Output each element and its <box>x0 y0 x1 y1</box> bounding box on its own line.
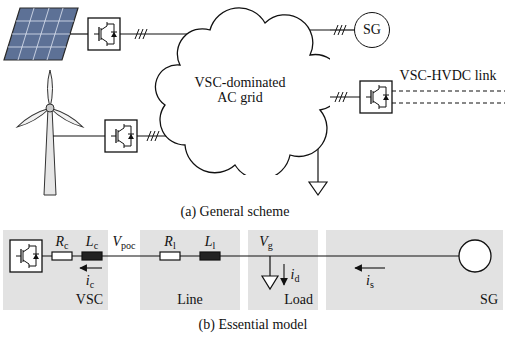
block-ground <box>140 230 240 310</box>
node-text: Load <box>284 292 313 307</box>
block-ground <box>248 230 318 310</box>
voltage-label: Vg <box>259 235 273 249</box>
block-ground <box>326 230 503 310</box>
hub <box>46 104 54 112</box>
load-symbol <box>262 276 278 289</box>
current-arrow <box>283 264 284 285</box>
wire <box>269 256 270 276</box>
symbol-letter: i <box>86 273 90 288</box>
converter-symbol <box>10 240 42 272</box>
resistor-symbol <box>160 252 180 260</box>
inductor-symbol <box>82 252 102 260</box>
node-text: SG <box>480 292 498 307</box>
generator-symbol <box>459 240 491 272</box>
inductor-symbol <box>200 252 220 260</box>
solar-panel <box>4 8 78 60</box>
block-ground <box>3 230 108 310</box>
symbol-letter: i <box>291 267 295 282</box>
voltage-label: Vpoc <box>112 235 135 249</box>
blade <box>48 70 53 108</box>
rotor <box>16 70 84 129</box>
grid-cloud: VSC-dominated AC grid <box>150 5 330 175</box>
node-text: Line <box>177 292 203 307</box>
subscript: l <box>173 240 176 251</box>
component-label: Lc <box>86 235 98 249</box>
subscript: l <box>212 240 215 251</box>
symbol-letter: L <box>205 234 213 249</box>
current-label: ic <box>86 274 94 288</box>
subscript: g <box>268 240 273 251</box>
generator-block: SG <box>326 230 503 310</box>
three-phase-mark <box>135 29 147 39</box>
dc-line <box>392 102 505 103</box>
wire <box>53 135 105 136</box>
load-symbol <box>309 182 327 195</box>
caption: (a) General scheme <box>181 205 290 219</box>
component-label: Rc <box>55 235 68 249</box>
tower <box>44 108 56 195</box>
current-label: id <box>291 268 300 282</box>
subscript: c <box>90 279 94 290</box>
symbol-letter: V <box>112 234 121 249</box>
subscript: s <box>370 279 374 290</box>
generator-circle: SG <box>354 12 390 48</box>
converter-symbol <box>105 120 137 152</box>
wire <box>42 255 459 256</box>
current-arrow <box>355 267 385 268</box>
subscript: poc <box>121 240 136 251</box>
caption: (b) Essential model <box>199 318 308 332</box>
node-text: VSC <box>76 292 103 307</box>
block-grounds <box>3 230 503 310</box>
symbol-letter: L <box>86 234 94 249</box>
panel-grid <box>8 8 74 60</box>
subscript: c <box>64 240 68 251</box>
resistor-symbol <box>52 252 72 260</box>
three-phase-mark <box>147 131 159 141</box>
dc-line <box>392 90 505 91</box>
symbol-letter: V <box>259 234 268 249</box>
link-label: VSC-HVDC link <box>400 69 497 83</box>
subscript: c <box>94 240 98 251</box>
current-label: is <box>366 274 374 288</box>
component-label: Rl <box>164 235 175 249</box>
symbol-letter: R <box>55 234 64 249</box>
load-block: Load <box>248 230 318 310</box>
three-phase-mark <box>335 92 347 102</box>
line-block: Line <box>140 230 240 310</box>
subscript: d <box>294 273 299 284</box>
converter-symbol <box>360 81 392 113</box>
node-text: SG <box>363 22 381 37</box>
symbol-letter: R <box>164 234 173 249</box>
component-label: Ll <box>205 235 216 249</box>
wind-turbine <box>16 70 84 195</box>
cloud-shape <box>155 8 330 175</box>
wire <box>70 33 88 34</box>
symbol-letter: i <box>366 273 370 288</box>
panel-body <box>4 8 78 60</box>
node-text: VSC-dominated AC grid <box>185 75 295 106</box>
converter-symbol <box>88 18 120 50</box>
connector-wire <box>330 29 354 30</box>
current-arrow <box>80 267 102 268</box>
